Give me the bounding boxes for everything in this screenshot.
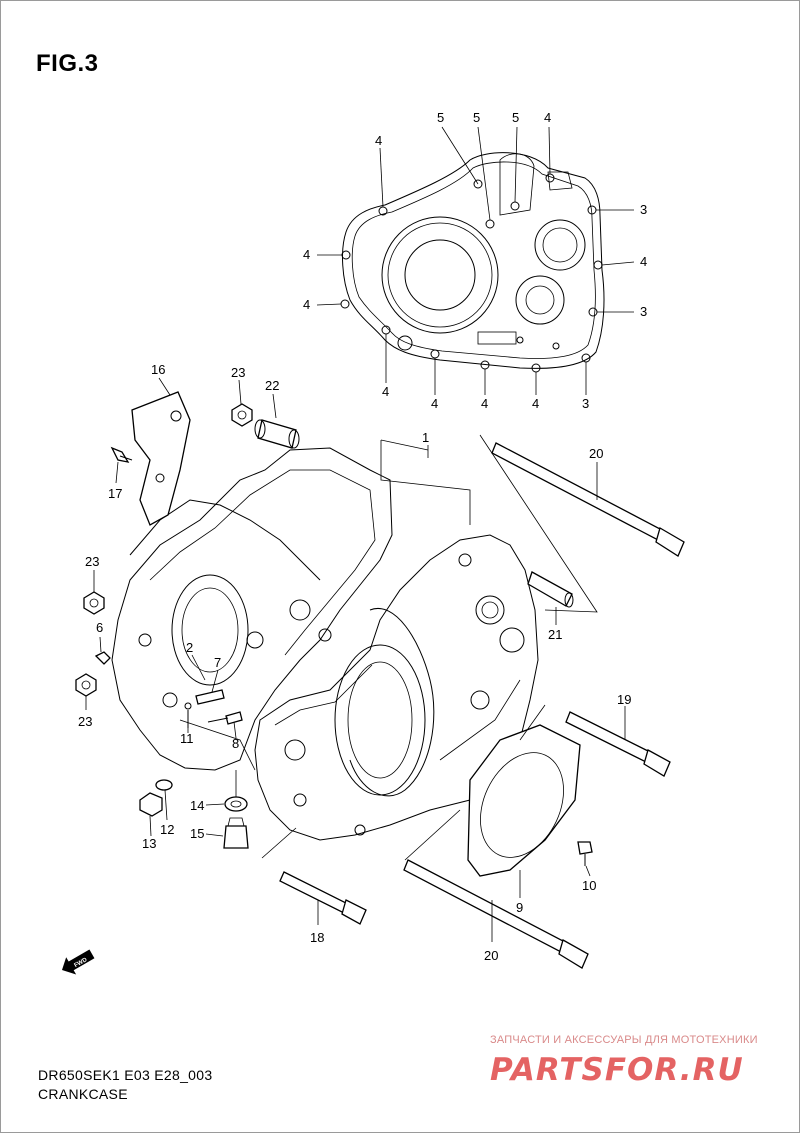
document-name: CRANKCASE: [38, 1086, 128, 1102]
pin-11: [184, 702, 192, 728]
cap-6: [94, 651, 111, 665]
nut-23b: [83, 591, 105, 615]
callout-13: 13: [142, 836, 156, 851]
nut-23a: [231, 403, 253, 427]
callout-5c: 5: [512, 110, 519, 125]
watermark-tagline: ЗАПЧАСТИ И АКСЕССУАРЫ ДЛЯ МОТОТЕХНИКИ: [490, 1034, 758, 1046]
bolt-8: [207, 711, 243, 725]
plug-15: [223, 817, 249, 849]
callout-3c: 3: [582, 396, 589, 411]
callout-3b: 3: [640, 304, 647, 319]
callout-23c: 23: [78, 714, 92, 729]
crankcase-right-half: [254, 534, 539, 841]
callout-22: 22: [265, 378, 279, 393]
watermark-logo: PARTSFOR.RU: [490, 1052, 780, 1090]
callout-6: 6: [96, 620, 103, 635]
callout-4i: 4: [532, 396, 539, 411]
callout-21: 21: [548, 627, 562, 642]
sleeve-22: [254, 419, 300, 449]
plate-9: [467, 724, 581, 877]
callout-2: 2: [186, 640, 193, 655]
callout-19: 19: [617, 692, 631, 707]
watermark-logo-text: PARTSFOR.RU: [490, 1052, 744, 1088]
crankcase-left-half: [111, 447, 393, 771]
callout-16: 16: [151, 362, 165, 377]
callout-8: 8: [232, 736, 239, 751]
bolt-17: [110, 446, 133, 463]
fwd-arrow-icon: FWD: [62, 949, 95, 975]
callout-1: 1: [422, 430, 429, 445]
callout-labels: 1 2 3 3 3 4 4 4 4 4 4 4 4 4 5 5 5 6 7 8 …: [78, 110, 647, 963]
callout-9: 9: [516, 900, 523, 915]
callout-14: 14: [190, 798, 204, 813]
document-code: DR650SEK1 E03 E28_003: [38, 1067, 213, 1083]
bolt-10: [577, 841, 593, 866]
crankcase-cover: [340, 152, 605, 373]
callout-23b: 23: [85, 554, 99, 569]
callout-4b: 4: [544, 110, 551, 125]
callout-23a: 23: [231, 365, 245, 380]
callout-11: 11: [180, 731, 194, 746]
callout-4g: 4: [431, 396, 438, 411]
callout-20a: 20: [589, 446, 603, 461]
callout-4f: 4: [382, 384, 389, 399]
bracket-16: [131, 391, 191, 526]
callout-4a: 4: [375, 133, 382, 148]
callout-17: 17: [108, 486, 122, 501]
callout-15: 15: [190, 826, 204, 841]
leader-lines: [85, 126, 635, 942]
callout-7: 7: [214, 655, 221, 670]
bolt-19: [565, 711, 671, 777]
plug-13: [139, 792, 163, 817]
callout-4c: 4: [303, 247, 310, 262]
callout-12: 12: [160, 822, 174, 837]
nut-23c: [75, 673, 97, 697]
figure-title: FIG.3: [36, 50, 99, 77]
dowel-21: [527, 571, 574, 608]
callout-20b: 20: [484, 948, 498, 963]
gasket-12: [155, 779, 173, 791]
callout-10: 10: [582, 878, 596, 893]
bolt-20a: [491, 442, 685, 557]
callout-4h: 4: [481, 396, 488, 411]
stud-7: [195, 689, 225, 705]
gasket-14: [224, 796, 248, 812]
callout-4d: 4: [303, 297, 310, 312]
callout-5a: 5: [437, 110, 444, 125]
callout-4e: 4: [640, 254, 647, 269]
bolt-18: [279, 871, 367, 925]
callout-3a: 3: [640, 202, 647, 217]
callout-5b: 5: [473, 110, 480, 125]
bolt-20b: [403, 859, 589, 969]
callout-18: 18: [310, 930, 324, 945]
